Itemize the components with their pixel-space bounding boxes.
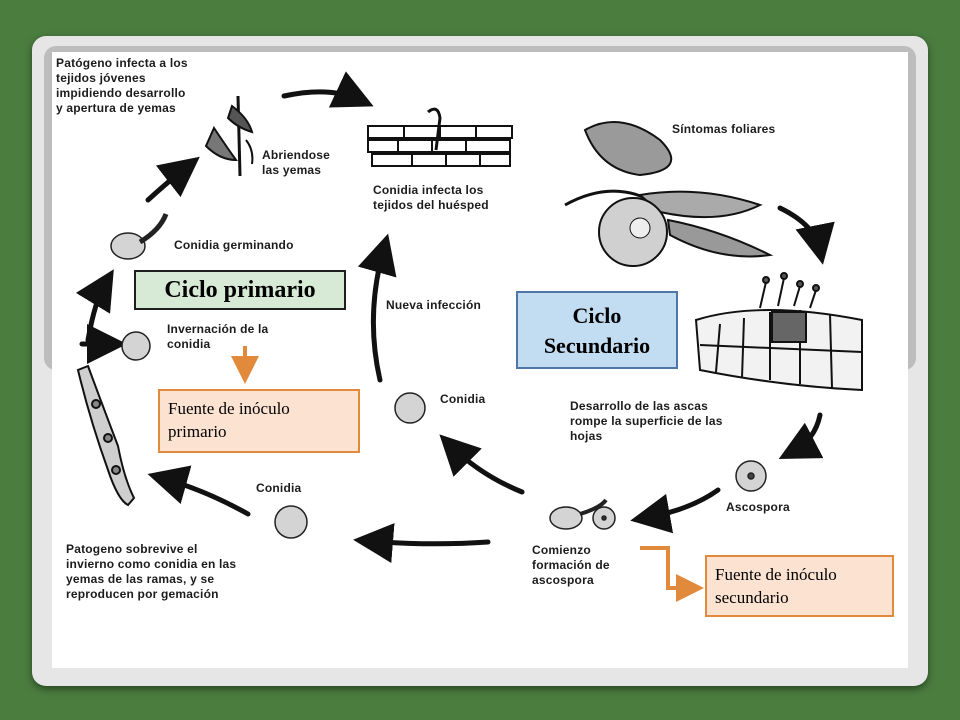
ciclo-secundario-text: Ciclo Secundario — [543, 303, 651, 358]
arrow-to-branch — [147, 465, 251, 517]
label-conidia-germinando: Conidia germinando — [174, 238, 294, 252]
comienzo-spore — [549, 498, 616, 530]
cycle-arrows — [75, 71, 835, 563]
arrow-to-germinating — [75, 269, 114, 343]
budding-twig-illustration — [204, 95, 254, 177]
inoculum-arrows — [231, 346, 704, 602]
label-conidia-mid: Conidia — [440, 392, 486, 406]
label-sintomas-foliares: Síntomas foliares — [672, 122, 776, 136]
label-abriendose-yemas: Abriendose las yemas — [262, 148, 331, 177]
ciclo-primario-box: Ciclo primario — [134, 270, 346, 310]
ascas-tissue-illustration — [694, 272, 863, 392]
fuente-primario-text: Fuente de inóculo primario — [168, 399, 290, 441]
arrow-to-conidia-bottom — [353, 523, 491, 563]
arrow-to-infection — [281, 71, 374, 108]
dormant-branch-illustration — [76, 364, 136, 507]
conidia-bottom-spore — [274, 505, 308, 539]
label-invernacion: Invernación de la conidia — [167, 322, 269, 351]
label-ascospora: Ascospora — [726, 500, 790, 514]
arrow-to-comienzo — [630, 487, 721, 534]
label-desarrollo-ascas: Desarrollo de las ascas rompe la superfi… — [570, 399, 723, 443]
leaf-fruit-illustration — [564, 121, 774, 267]
label-comienzo-ascospora: Comienzo formación de ascospora — [532, 543, 610, 587]
fuente-secundario-box: Fuente de inóculo secundario — [705, 555, 894, 617]
label-patogeno-sobrevive: Patogeno sobrevive el invierno como coni… — [66, 542, 237, 601]
arrow-to-conidia-mid — [439, 434, 525, 495]
ciclo-secundario-box: Ciclo Secundario — [516, 291, 678, 369]
arrow-to-ascospora — [778, 412, 824, 459]
fuente-primario-box: Fuente de inóculo primario — [158, 389, 360, 453]
arrow-to-ascas — [777, 205, 835, 265]
conidia-mid-spore — [394, 392, 426, 424]
label-conidia-infecta: Conidia infecta los tejidos del huésped — [373, 183, 489, 212]
arrow-to-buds — [145, 156, 200, 203]
host-tissue-illustration — [367, 107, 513, 167]
fuente-secundario-text: Fuente de inóculo secundario — [715, 565, 837, 607]
spore-illustrations — [110, 213, 767, 539]
label-conidia-bottom: Conidia — [256, 481, 302, 495]
invernacion-spore — [121, 331, 151, 361]
label-nueva-infeccion: Nueva infección — [386, 298, 482, 312]
arrow-nueva-infeccion — [357, 233, 397, 383]
label-patogeno-infecta: Patógeno infecta a los tejidos jóvenes i… — [56, 56, 188, 115]
arrow-fuente-secundario — [640, 546, 704, 602]
germinating-conidia — [110, 213, 169, 260]
